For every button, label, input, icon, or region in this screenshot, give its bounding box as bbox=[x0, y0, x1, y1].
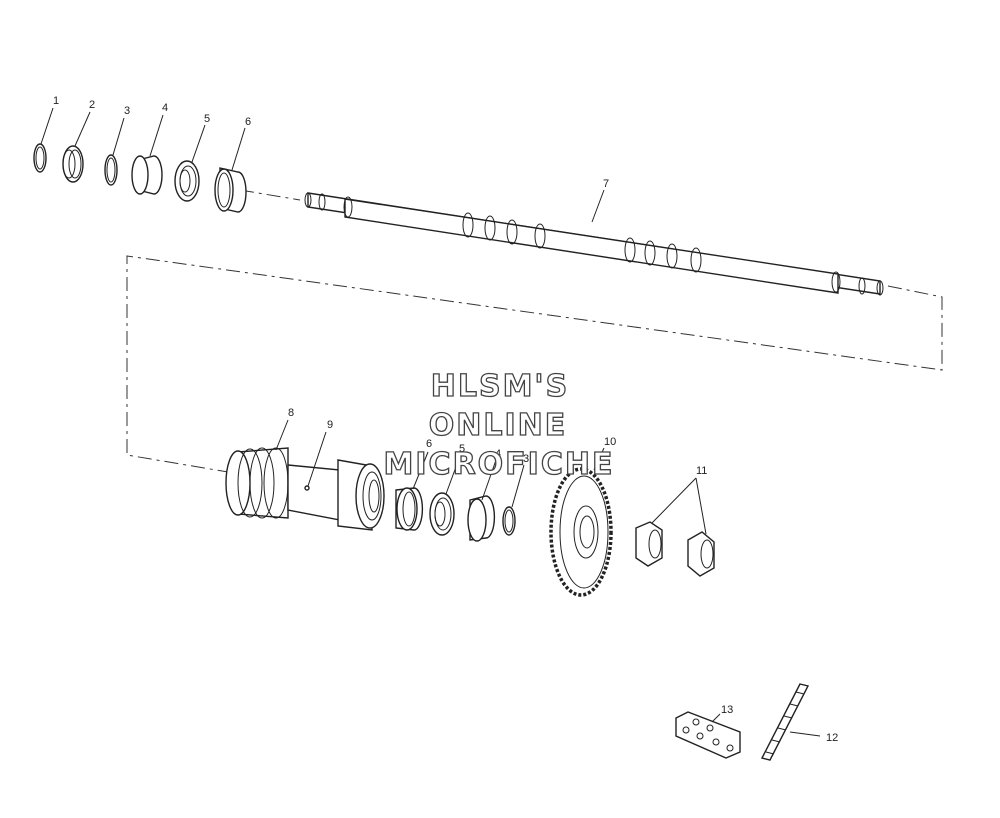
part-3-ring bbox=[104, 117, 125, 186]
callout-6-lower: 6 bbox=[426, 438, 432, 450]
part-5-seal bbox=[174, 124, 206, 202]
watermark-line-1: HLSM'S bbox=[431, 369, 569, 404]
part-9-pin bbox=[304, 431, 327, 491]
callout-8: 8 bbox=[288, 407, 294, 419]
callout-3: 3 bbox=[124, 105, 130, 117]
callout-4: 4 bbox=[162, 102, 168, 114]
part-10-sprocket bbox=[549, 447, 613, 597]
callout-labels: 1 2 3 4 5 6 7 8 9 6 5 4 3 10 11 12 13 bbox=[53, 95, 838, 744]
part-7-shaft bbox=[304, 189, 884, 296]
part-6-sleeve-lower bbox=[395, 451, 429, 531]
part-6-sleeve bbox=[214, 127, 247, 213]
part-1-snap-ring bbox=[33, 107, 54, 173]
callout-2: 2 bbox=[89, 99, 95, 111]
callout-5: 5 bbox=[204, 113, 210, 125]
callout-13: 13 bbox=[721, 704, 733, 716]
callout-6: 6 bbox=[245, 116, 251, 128]
part-4-bushing-lower bbox=[467, 459, 497, 542]
part-3-ring-lower bbox=[502, 464, 525, 536]
callout-5-lower: 5 bbox=[459, 443, 465, 455]
watermark-line-3: MICROFICHE bbox=[384, 447, 615, 482]
watermark-line-2: ONLINE bbox=[429, 408, 568, 443]
part-13-bracket bbox=[675, 711, 741, 759]
callout-1: 1 bbox=[53, 95, 59, 107]
callout-4-lower: 4 bbox=[495, 448, 501, 460]
assembly-dash-outline bbox=[126, 189, 943, 473]
part-5-seal-lower bbox=[429, 455, 461, 536]
callout-10: 10 bbox=[604, 436, 616, 448]
part-2-bearing bbox=[62, 111, 91, 183]
part-4-bushing bbox=[131, 114, 164, 195]
watermark: HLSM'S ONLINE MICROFICHE bbox=[383, 368, 615, 482]
callout-3-lower: 3 bbox=[523, 453, 529, 465]
part-8-drive-hub bbox=[225, 419, 385, 531]
callout-11: 11 bbox=[696, 465, 707, 477]
callout-12: 12 bbox=[826, 732, 838, 744]
part-11-nut-pair bbox=[635, 477, 715, 577]
callout-7: 7 bbox=[603, 178, 609, 190]
part-12-chain bbox=[760, 683, 821, 761]
callout-9: 9 bbox=[327, 419, 333, 431]
